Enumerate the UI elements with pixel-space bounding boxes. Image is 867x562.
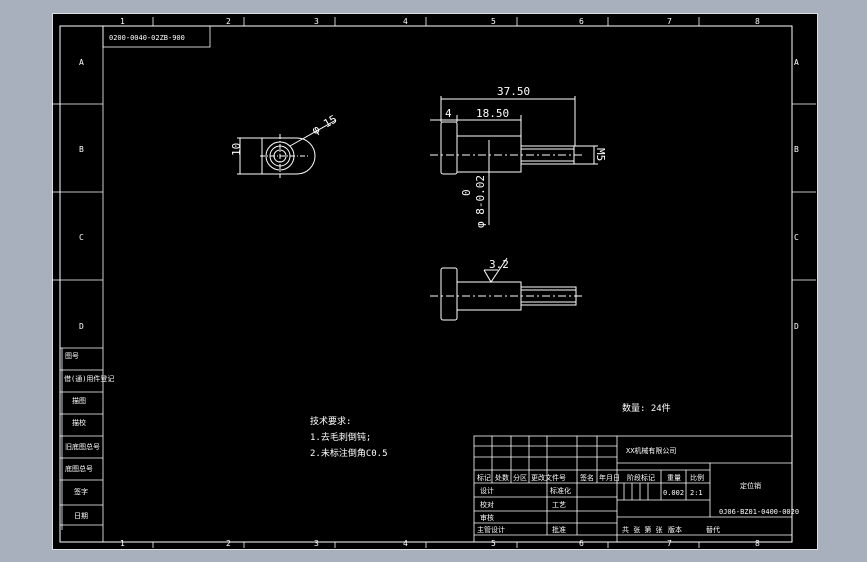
title-scale: 2:1 [690, 489, 703, 497]
title-sheet-info: 共 张 第 张 [622, 525, 663, 534]
strip-label-4: 描校 [72, 418, 86, 427]
col-number-6: 6 [579, 17, 584, 26]
col-number-bottom-7: 7 [667, 539, 672, 548]
dim-overall-length: 37.50 [497, 85, 530, 98]
quantity-label: 数量: 24件 [622, 402, 671, 414]
title-replace: 替代 [706, 525, 720, 534]
front-view [430, 96, 598, 225]
row-letter-right-c: C [794, 233, 799, 242]
col-number-bottom-6: 6 [579, 539, 584, 548]
dim-body-length: 18.50 [476, 107, 509, 120]
notes-title: 技术要求: [310, 415, 351, 427]
strip-label-6: 底图总号 [65, 464, 93, 473]
notes-line-2: 2.未标注倒角C0.5 [310, 447, 388, 459]
notes-line-1: 1.去毛刺倒钝; [310, 431, 371, 443]
dim-diameter: φ 8-0.02 [474, 175, 487, 228]
col-number-bottom-1: 1 [120, 539, 125, 548]
dim-hole-diameter: φ 15 [310, 113, 339, 138]
role-cell-lead: 主管设计 [477, 525, 505, 534]
side-view [237, 119, 337, 178]
row-letter-right-b: B [794, 145, 799, 154]
col-number-5: 5 [491, 17, 496, 26]
left-strip [60, 26, 104, 542]
strip-label-7: 签字 [74, 487, 88, 496]
col-number-3: 3 [314, 17, 319, 26]
col-number-8: 8 [755, 17, 760, 26]
col-number-bottom-4: 4 [403, 539, 408, 548]
code-stamp: 0200-0040-02ZB-900 [109, 34, 185, 42]
strip-label-2: 借(通)用件登记 [64, 374, 114, 383]
title-stage-label: 阶段标记 [627, 473, 655, 482]
title-scale-label: 比例 [690, 473, 704, 482]
header-cell-5: 签名 [580, 473, 594, 482]
row-letter-c: C [79, 233, 84, 242]
lower-view [430, 257, 585, 321]
strip-label-8: 日期 [74, 512, 88, 520]
dim-head-width: 4 [445, 107, 452, 120]
col-number-bottom-2: 2 [226, 539, 231, 548]
header-cell-1: 标记 [477, 473, 491, 482]
title-part-name: 定位销 [740, 481, 761, 490]
strip-label-5: 旧底图总号 [65, 442, 100, 451]
inner-border [59, 25, 793, 543]
dim-tolerance-upper: 0 [460, 189, 473, 196]
code-stamp-box [102, 25, 211, 48]
title-drawing-number: 0J06-BZ01-0400-0020 [719, 508, 799, 516]
role-cell-review: 审核 [480, 513, 494, 522]
row-letter-a: A [79, 58, 84, 67]
row-letter-right-a: A [794, 58, 799, 67]
strip-label-1: 图号 [65, 352, 79, 360]
role-cell-standard: 标准化 [550, 486, 571, 495]
drawing-sheet [52, 13, 818, 550]
header-cell-3: 分区 [513, 473, 527, 482]
dim-side-height: 10 [230, 143, 243, 156]
header-cell-2: 处数 [495, 473, 509, 482]
row-letter-b: B [79, 145, 84, 154]
column-ticks [52, 17, 816, 548]
dim-roughness: 3.2 [489, 258, 509, 271]
title-weight-label: 重量 [667, 474, 681, 482]
col-number-2: 2 [226, 17, 231, 26]
col-number-7: 7 [667, 17, 672, 26]
dim-thread: M5 [594, 148, 607, 161]
role-cell-design: 设计 [480, 486, 494, 495]
title-block [473, 435, 793, 543]
role-cell-approve: 批准 [552, 525, 566, 534]
col-number-bottom-5: 5 [491, 539, 496, 548]
header-cell-6: 年月日 [599, 473, 620, 482]
title-company: XX机械有限公司 [626, 446, 676, 455]
roughness-symbol [483, 257, 508, 283]
col-number-1: 1 [120, 17, 125, 26]
col-number-bottom-3: 3 [314, 539, 319, 548]
row-letter-right-d: D [794, 322, 799, 331]
col-number-4: 4 [403, 17, 408, 26]
title-version: 版本 [668, 525, 682, 534]
role-cell-process: 工艺 [552, 501, 566, 509]
col-number-bottom-8: 8 [755, 539, 760, 548]
title-weight: 0.002 [663, 489, 684, 497]
strip-label-3: 描图 [72, 396, 86, 405]
header-cell-4: 更改文件号 [531, 473, 566, 482]
row-letter-d: D [79, 322, 84, 331]
role-cell-check: 校对 [480, 500, 494, 509]
